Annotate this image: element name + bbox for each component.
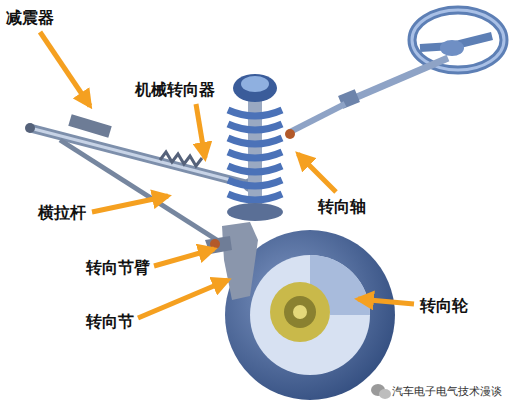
part-label: 转向节臂 [86, 258, 150, 277]
leader-arrows [40, 32, 414, 318]
steering-shaft [285, 58, 448, 139]
steering-rack [25, 120, 257, 192]
part-label: 机械转向器 [135, 80, 215, 99]
part-label: 横拉杆 [38, 203, 86, 222]
steering-wheel [412, 10, 504, 70]
part-label: 转向轴 [318, 197, 366, 216]
part-label: 转向轮 [420, 296, 468, 315]
wechat-icon [371, 384, 391, 399]
coil-spring [227, 74, 283, 221]
part-label: 减震器 [6, 8, 54, 27]
tie-rod [60, 140, 220, 242]
watermark: 汽车电子电气技术漫谈 [392, 385, 502, 398]
part-label: 转向节 [86, 312, 134, 331]
